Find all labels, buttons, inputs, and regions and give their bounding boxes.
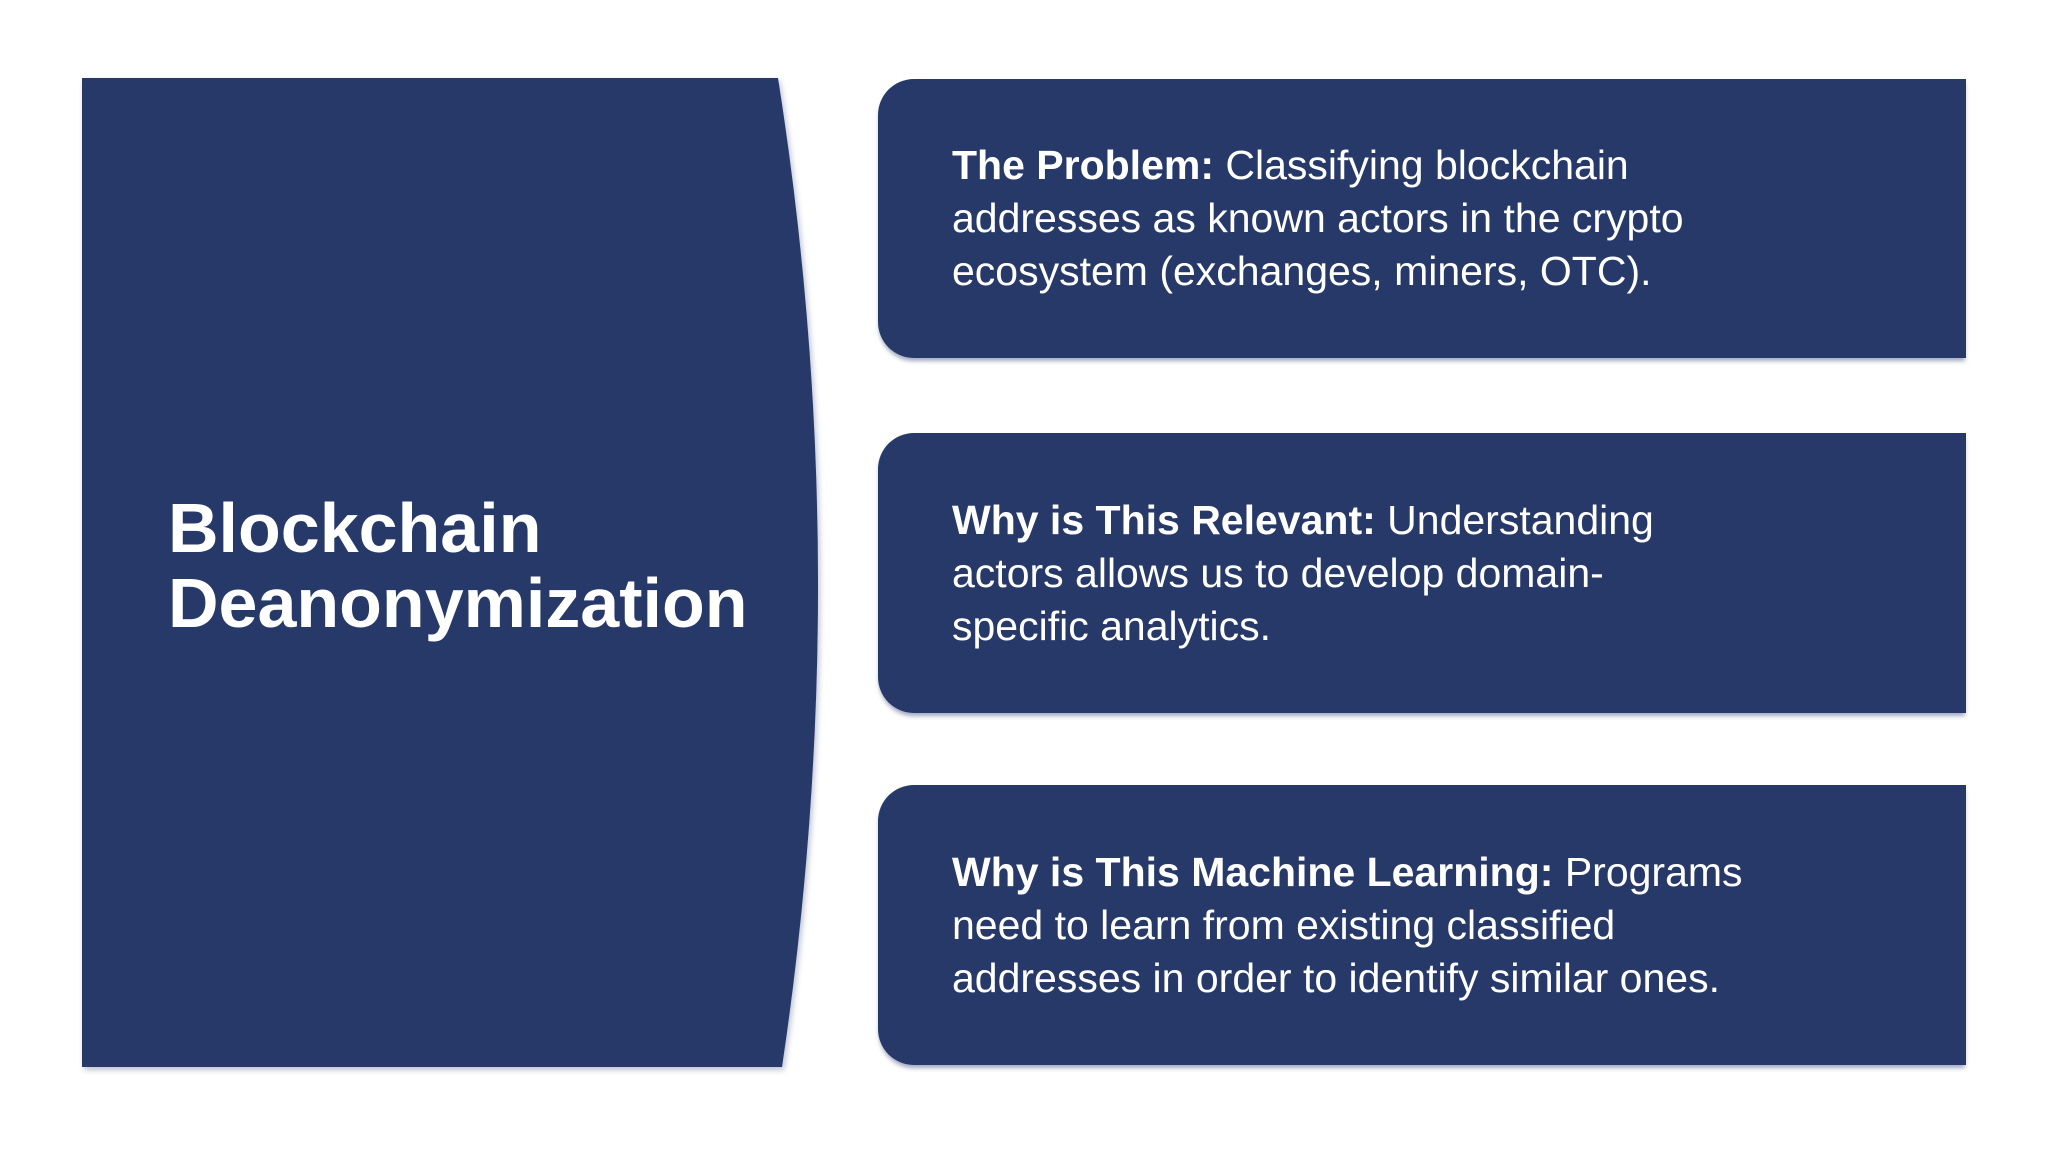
slide-title: Blockchain Deanonymization [168,491,748,641]
title-panel: Blockchain Deanonymization [82,78,827,1067]
card-line-text: addresses as known actors in the crypto [952,195,1684,241]
card-line-text: need to learn from existing classified [952,901,1616,948]
card-line-text: actors allows us to develop domain- [952,549,1604,596]
card-line-text: Understanding [1375,496,1654,543]
card-line-text: Programs [1553,848,1743,895]
info-card-relevance: Why is This Relevant: Understanding acto… [878,433,1966,713]
card-line-text: specific analytics. [952,602,1272,649]
title-line-2: Deanonymization [168,564,748,642]
card-lead-label: The Problem: [952,142,1214,188]
card-text-line: Why is This Machine Learning: Programs [952,846,1896,899]
card-text-line: addresses in order to identify similar o… [952,952,1896,1005]
card-text-line: The Problem: Classifying blockchain [952,139,1896,192]
card-text-line: actors allows us to develop domain- [952,547,1896,600]
card-line-text: Classifying blockchain [1213,142,1629,188]
card-lead-label: Why is This Relevant: [952,496,1376,543]
card-text-line: Why is This Relevant: Understanding [952,494,1896,547]
panel-curved-shape [82,78,819,1067]
card-line-text: ecosystem (exchanges, miners, OTC). [952,248,1652,294]
info-card-machine-learning: Why is This Machine Learning: Programs n… [878,785,1966,1065]
card-text-line: need to learn from existing classified [952,899,1896,952]
card-text-line: specific analytics. [952,600,1896,653]
card-text-line: ecosystem (exchanges, miners, OTC). [952,245,1896,298]
card-lead-label: Why is This Machine Learning: [952,848,1554,895]
card-line-text: addresses in order to identify similar o… [952,954,1720,1001]
panel-curved-path [82,78,819,1067]
title-line-1: Blockchain [168,489,542,567]
card-text-line: addresses as known actors in the crypto [952,192,1896,245]
info-card-problem: The Problem: Classifying blockchain addr… [878,79,1966,358]
